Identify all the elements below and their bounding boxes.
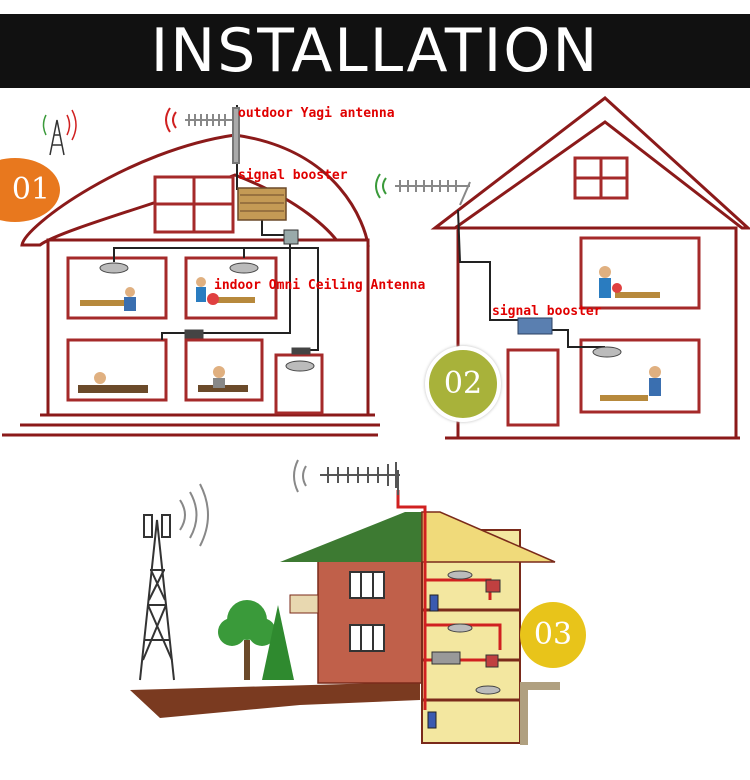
house-3-roof-yellow (421, 511, 556, 563)
ground (130, 682, 420, 718)
room-furniture-1 (78, 277, 255, 393)
ceiling-antenna-2 (592, 346, 622, 358)
house-3-cabling (396, 490, 502, 710)
house-1-steps (2, 413, 380, 437)
splitter-1 (283, 229, 299, 245)
cell-tower-3 (139, 483, 209, 681)
signal-booster-1 (237, 187, 287, 221)
house-2 (430, 96, 750, 440)
yagi-antenna-2 (375, 173, 471, 206)
signal-booster-2 (517, 317, 553, 335)
yagi-antenna-3 (293, 459, 400, 495)
label-outdoor-antenna: outdoor Yagi antenna (238, 106, 395, 121)
room-1-top-left (66, 256, 168, 320)
house-2-cabling (457, 209, 605, 348)
step-badge-2: 02 (425, 346, 501, 422)
yagi-antenna-1 (165, 107, 240, 164)
house-2-roof (430, 96, 750, 230)
door-2 (506, 348, 560, 427)
house-3-roof-green (280, 512, 422, 562)
ceiling-antennas-1 (99, 262, 315, 372)
step-badge-3: 03 (520, 602, 586, 668)
label-signal-booster-2: signal booster (492, 304, 602, 319)
cell-tower-1 (42, 109, 77, 156)
trees (218, 600, 294, 680)
label-signal-booster-1: signal booster (238, 168, 348, 183)
house-3-devices (427, 570, 501, 729)
room-furniture-2 (599, 266, 661, 401)
label-indoor-antenna: indoor Omni Ceiling Antenna (214, 278, 426, 293)
house-3-yellow-wall (421, 529, 521, 744)
page-title: INSTALLATION (150, 16, 600, 86)
title-banner: INSTALLATION (0, 14, 750, 88)
house-3 (280, 511, 560, 745)
